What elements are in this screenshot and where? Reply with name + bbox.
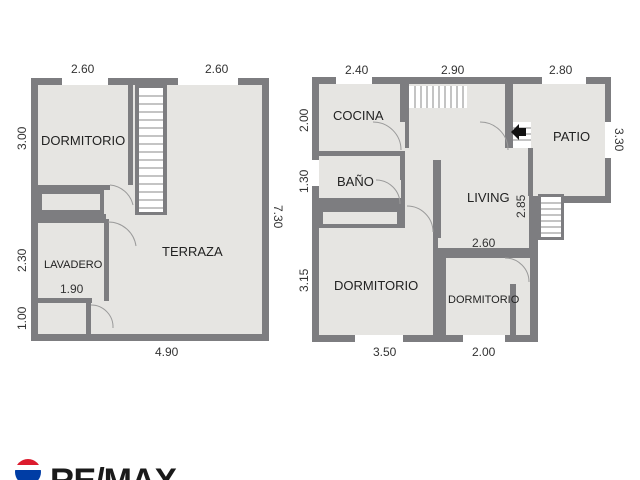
window	[336, 77, 372, 84]
dimension-label: 7.30	[271, 205, 285, 229]
room-label-lavadero: LAVADERO	[44, 259, 103, 271]
wall	[38, 298, 92, 303]
door-swing	[375, 179, 401, 205]
dimension-label: 2.00	[472, 345, 496, 359]
stairs	[409, 86, 467, 108]
window	[463, 335, 505, 342]
dimension-label: 2.85	[514, 194, 528, 218]
wall	[319, 151, 405, 156]
door-swing	[109, 184, 134, 206]
wall	[400, 84, 405, 122]
dimension-label: 1.00	[15, 306, 29, 330]
arrow-icon	[511, 124, 526, 140]
dimension-label: 2.80	[549, 63, 573, 77]
door-swing	[107, 221, 137, 247]
room-label-dormitorio: DORMITORIO	[334, 278, 418, 293]
wall	[38, 214, 106, 219]
room-label-dormitorio: DORMITORIO	[41, 133, 125, 148]
wall	[433, 160, 441, 238]
remax-logo-text: RE/MAX	[50, 464, 177, 480]
dimension-label: 2.90	[441, 63, 465, 77]
left-plan: DORMITORIO LAVADERO TERRAZA 1.90 2.60 2.…	[15, 62, 285, 359]
dimension-label: 1.30	[297, 169, 311, 193]
window	[605, 122, 611, 158]
stair-steps	[414, 86, 464, 108]
closet-inner	[323, 212, 397, 224]
dimension-label: 4.90	[155, 345, 179, 359]
door-swing	[372, 121, 402, 151]
dimension-label: 3.00	[15, 126, 29, 150]
stair-steps	[541, 202, 561, 234]
wall	[510, 284, 516, 335]
floor-cocina	[319, 84, 405, 151]
wall	[528, 148, 533, 196]
dimension-label: 3.30	[612, 128, 626, 152]
dimension-label: 2.00	[297, 108, 311, 132]
room-label-patio: PATIO	[553, 129, 590, 144]
window	[178, 78, 238, 85]
wall	[86, 303, 91, 334]
floor-dormitorio	[319, 228, 433, 335]
door-swing	[504, 257, 530, 283]
room-label-living: LIVING	[467, 190, 510, 205]
stair-steps	[139, 95, 163, 209]
remax-logo: RE/MAX	[14, 456, 244, 480]
window	[312, 160, 319, 186]
door-swing	[479, 121, 509, 151]
room-label-cocina: COCINA	[333, 108, 384, 123]
dimension-label: 1.90	[60, 282, 84, 296]
wall	[38, 185, 110, 190]
dimension-label: 2.30	[15, 248, 29, 272]
dimension-label: 2.60	[205, 62, 229, 76]
right-plan: COCINA BAÑO LIVING PATIO DORMITORIO DORM…	[297, 63, 626, 359]
door-swing	[406, 205, 434, 233]
wall	[104, 219, 109, 301]
wall	[400, 156, 405, 180]
closet-inner	[42, 194, 100, 210]
balloon-icon	[15, 459, 41, 480]
wall	[38, 219, 106, 223]
room-label-terraza: TERRAZA	[162, 244, 223, 259]
wall	[433, 228, 438, 335]
dimension-label: 2.60	[472, 236, 496, 250]
dimension-label: 3.50	[373, 345, 397, 359]
wall	[319, 198, 405, 203]
wall	[441, 248, 507, 256]
window	[355, 335, 403, 342]
dimension-label: 3.15	[297, 268, 311, 292]
room-label-dormitorio: DORMITORIO	[448, 294, 520, 306]
dimension-label: 2.60	[71, 62, 95, 76]
window	[542, 77, 586, 84]
wall	[128, 85, 133, 185]
wall	[505, 84, 513, 124]
dimension-label: 2.40	[345, 63, 369, 77]
window	[62, 78, 108, 85]
door-swing	[90, 304, 114, 329]
floor-bano	[319, 156, 401, 198]
stairs	[139, 88, 163, 212]
room-label-bano: BAÑO	[337, 174, 374, 189]
